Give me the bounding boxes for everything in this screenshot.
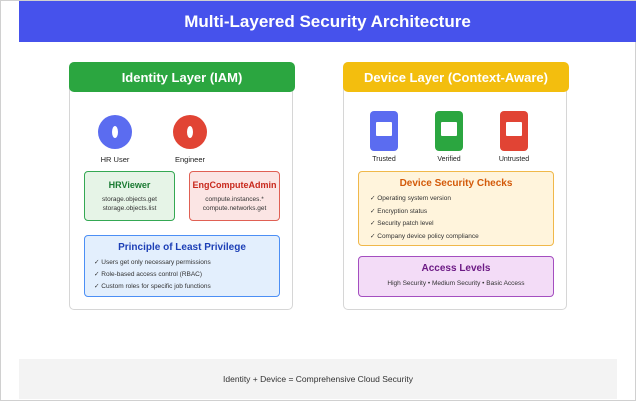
footer-summary-text: Identity + Device = Comprehensive Cloud … bbox=[223, 374, 413, 384]
device-security-checks-title: Device Security Checks bbox=[399, 178, 513, 189]
device-security-checks-box: Device Security Checks ✓ Operating syste… bbox=[358, 171, 554, 246]
trusted-phone-icon bbox=[370, 111, 398, 151]
hrviewer-role-box: HRViewer storage.objects.get storage.obj… bbox=[84, 171, 175, 221]
identity-layer-header: Identity Layer (IAM) bbox=[69, 62, 295, 92]
access-levels-text: High Security • Medium Security • Basic … bbox=[387, 280, 525, 287]
engineer-icon bbox=[173, 115, 207, 149]
least-privilege-item: ✓ Role-based access control (RBAC) bbox=[94, 271, 203, 278]
diagram-title: Multi-Layered Security Architecture bbox=[19, 1, 636, 42]
footer-summary: Identity + Device = Comprehensive Cloud … bbox=[19, 359, 617, 399]
device-check-item: ✓ Encryption status bbox=[370, 207, 428, 215]
device-check-item: ✓ Company device policy compliance bbox=[370, 232, 479, 240]
hrviewer-permission: storage.objects.list bbox=[102, 205, 157, 212]
engineer-user: Engineer bbox=[160, 115, 220, 164]
untrusted-device: Untrusted bbox=[489, 111, 539, 163]
device-layer-header: Device Layer (Context-Aware) bbox=[343, 62, 569, 92]
least-privilege-item: ✓ Users get only necessary permissions bbox=[94, 259, 211, 266]
hr-user-icon bbox=[98, 115, 132, 149]
untrusted-phone-icon bbox=[500, 111, 528, 151]
diagram-title-text: Multi-Layered Security Architecture bbox=[184, 11, 471, 31]
verified-device: Verified bbox=[424, 111, 474, 163]
engineer-label: Engineer bbox=[174, 155, 206, 164]
hr-user-label: HR User bbox=[100, 155, 130, 164]
least-privilege-title: Principle of Least Privilege bbox=[118, 242, 246, 253]
trusted-device: Trusted bbox=[359, 111, 409, 163]
identity-layer-panel: Identity Layer (IAM) HR User Engineer HR… bbox=[69, 62, 295, 310]
engcomputeadmin-permission: compute.instances.* bbox=[205, 196, 264, 203]
device-check-item: ✓ Operating system version bbox=[370, 195, 451, 202]
hrviewer-permission: storage.objects.get bbox=[102, 196, 157, 203]
device-layer-panel: Device Layer (Context-Aware) Trusted Ver… bbox=[343, 62, 569, 310]
engcomputeadmin-permission: compute.networks.get bbox=[202, 205, 267, 212]
trusted-label: Trusted bbox=[372, 156, 396, 163]
untrusted-label: Untrusted bbox=[498, 156, 530, 163]
hrviewer-title: HRViewer bbox=[108, 180, 151, 190]
access-levels-title: Access Levels bbox=[421, 263, 491, 274]
engcomputeadmin-title: EngComputeAdmin bbox=[192, 180, 277, 190]
engcomputeadmin-role-box: EngComputeAdmin compute.instances.* comp… bbox=[189, 171, 280, 221]
access-levels-box: Access Levels High Security • Medium Sec… bbox=[358, 256, 554, 297]
hr-user: HR User bbox=[85, 115, 145, 164]
least-privilege-item: ✓ Custom roles for specific job function… bbox=[94, 283, 211, 290]
device-check-item: ✓ Security patch level bbox=[370, 220, 434, 227]
verified-phone-icon bbox=[435, 111, 463, 151]
least-privilege-box: Principle of Least Privilege ✓ Users get… bbox=[84, 235, 280, 297]
verified-label: Verified bbox=[437, 156, 461, 163]
